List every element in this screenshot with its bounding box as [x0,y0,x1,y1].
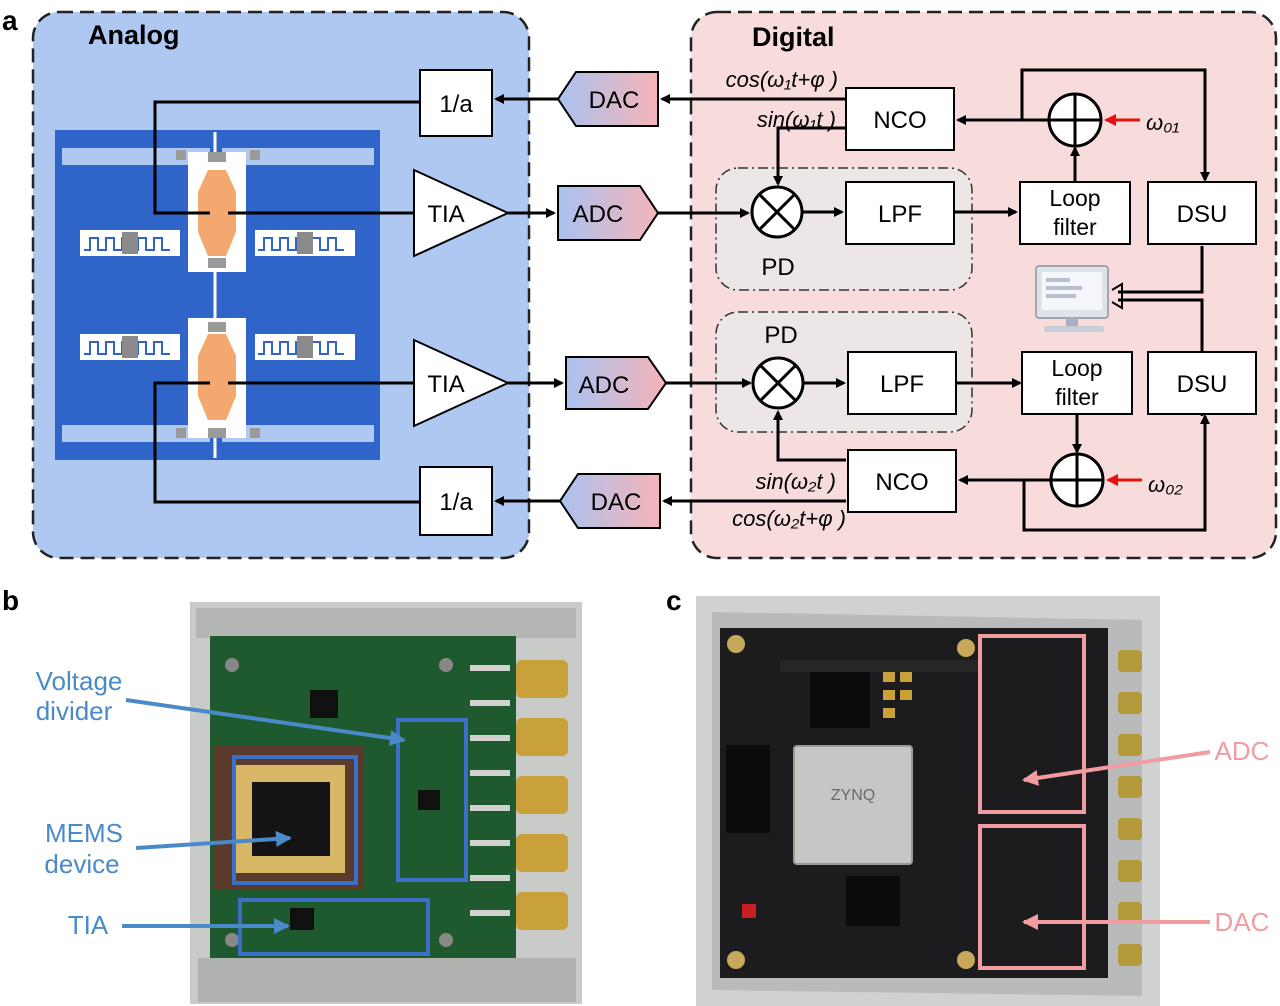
fpga-photo-c: ZYNQ [696,596,1160,1006]
panel-letter-a: a [2,5,18,36]
dsu-bottom-label: DSU [1177,371,1228,398]
loop-filter-bottom [1021,351,1133,415]
dac-block-bottom [558,473,661,529]
scale-block-top [419,69,493,137]
fpga-c-annotation-arrows [1022,750,1211,930]
lpf-block-bottom [847,351,957,415]
sin1-label: sin(ω₁t ) [757,107,836,132]
omega01-label: ω₀₁ [1146,110,1179,135]
nco-bottom-label: NCO [875,469,928,496]
mems-line2: device [44,849,119,879]
adder-bottom [1049,452,1105,508]
panel-letter-b: b [2,585,19,616]
pd-top-label: PD [761,254,794,281]
scale-block-bottom [419,466,493,536]
tia-bottom-label: TIA [427,371,464,398]
loop-filter-top-line2: filter [1053,214,1097,240]
tia-amplifier-top [413,168,511,258]
analog-title: Analog [88,20,180,50]
dsu-block-bottom [1147,351,1257,415]
pcb-b-annotation-arrows [122,698,406,934]
loop-filter-top-line1: Loop [1049,185,1100,211]
omega02-label: ω₀₂ [1148,472,1183,497]
voltage-divider-line1: Voltage [36,666,123,696]
nco-block-bottom [847,449,957,513]
analog-wiring [153,100,420,504]
digital-title: Digital [752,22,835,52]
merge-arrow-head [1111,282,1123,310]
nco-top-label: NCO [873,107,926,134]
sin2-label: sin(ω₂t ) [755,469,836,494]
adc-bottom-label: ADC [579,372,630,399]
dac-block-top [556,71,659,127]
dac-annotation: DAC [1215,907,1270,937]
dsu-top-label: DSU [1177,201,1228,228]
lpf-top-label: LPF [878,201,922,228]
tia-annotation: TIA [68,910,109,940]
adc-block-top [557,185,660,241]
cos1-label: cos(ω₁t+φ ) [726,67,838,92]
scale-block-bottom-label: 1/a [439,489,473,516]
loop-filter-bottom-line2: filter [1055,384,1099,410]
pd-bottom-label: PD [764,322,797,349]
pcb-b-labels: Voltage divider MEMS device TIA [36,666,123,940]
panel-letter-c: c [666,585,682,616]
dsu-block-top [1147,181,1257,245]
lpf-block-top [845,181,955,245]
fpga-c-highlight-boxes [978,634,1086,970]
lpf-bottom-label: LPF [880,371,924,398]
chip-marking: ZYNQ [831,787,875,804]
nco-block-top [845,87,955,151]
adc-top-label: ADC [573,201,624,228]
mems-line1: MEMS [45,818,123,848]
adc-block-bottom [565,356,668,410]
scale-block-top-label: 1/a [439,91,473,118]
multiplier-bottom [751,356,805,410]
adc-annotation: ADC [1215,736,1270,766]
adder-top [1047,92,1103,148]
signal-arrows [494,68,1210,532]
loop-filter-bottom-line1: Loop [1051,355,1102,381]
tia-top-label: TIA [427,201,464,228]
computer-icon [1035,265,1109,332]
pcb-photo-b [190,602,582,1004]
dac-bottom-label: DAC [591,489,642,516]
fpga-c-labels: ADC DAC [1215,736,1270,937]
voltage-divider-line2: divider [36,696,113,726]
mems-gyroscope-drawing [55,130,380,460]
multiplier-top [750,185,804,239]
tia-amplifier-bottom [413,338,511,428]
cos2-label: cos(ω₂t+φ ) [732,506,846,531]
loop-filter-top [1019,181,1131,245]
dac-top-label: DAC [589,87,640,114]
